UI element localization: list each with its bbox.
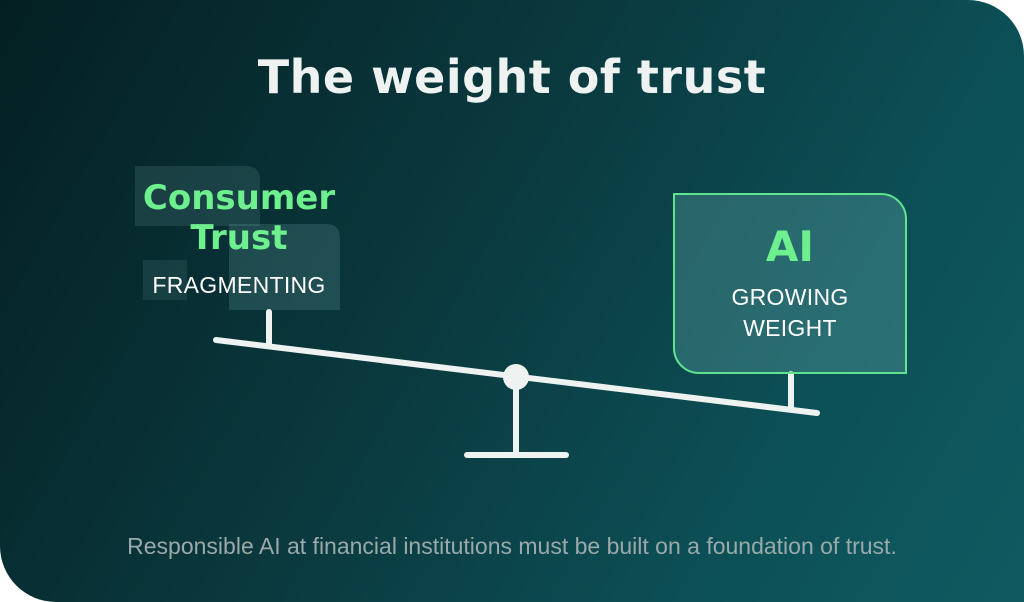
fragmenting-status: FRAGMENTING [152,272,326,298]
growing-weight-line1: GROWING [731,284,849,310]
fragment-blocks [135,166,340,310]
fragment-block-small [143,260,187,300]
footer-caption: Responsible AI at financial institutions… [127,533,897,559]
ai-label: AI [765,222,815,271]
growing-weight-status: GROWING WEIGHT [673,282,907,344]
ai-weight-box [673,193,907,374]
fragment-block-top [135,166,260,226]
fragment-block-mid [229,224,340,310]
consumer-trust-label: Consumer Trust [132,178,346,258]
page-title: The weight of trust [257,50,767,104]
consumer-trust-line2: Trust [190,218,288,258]
growing-weight-line2: WEIGHT [743,315,837,341]
pivot-knob [503,364,529,390]
consumer-trust-line1: Consumer [142,178,336,218]
